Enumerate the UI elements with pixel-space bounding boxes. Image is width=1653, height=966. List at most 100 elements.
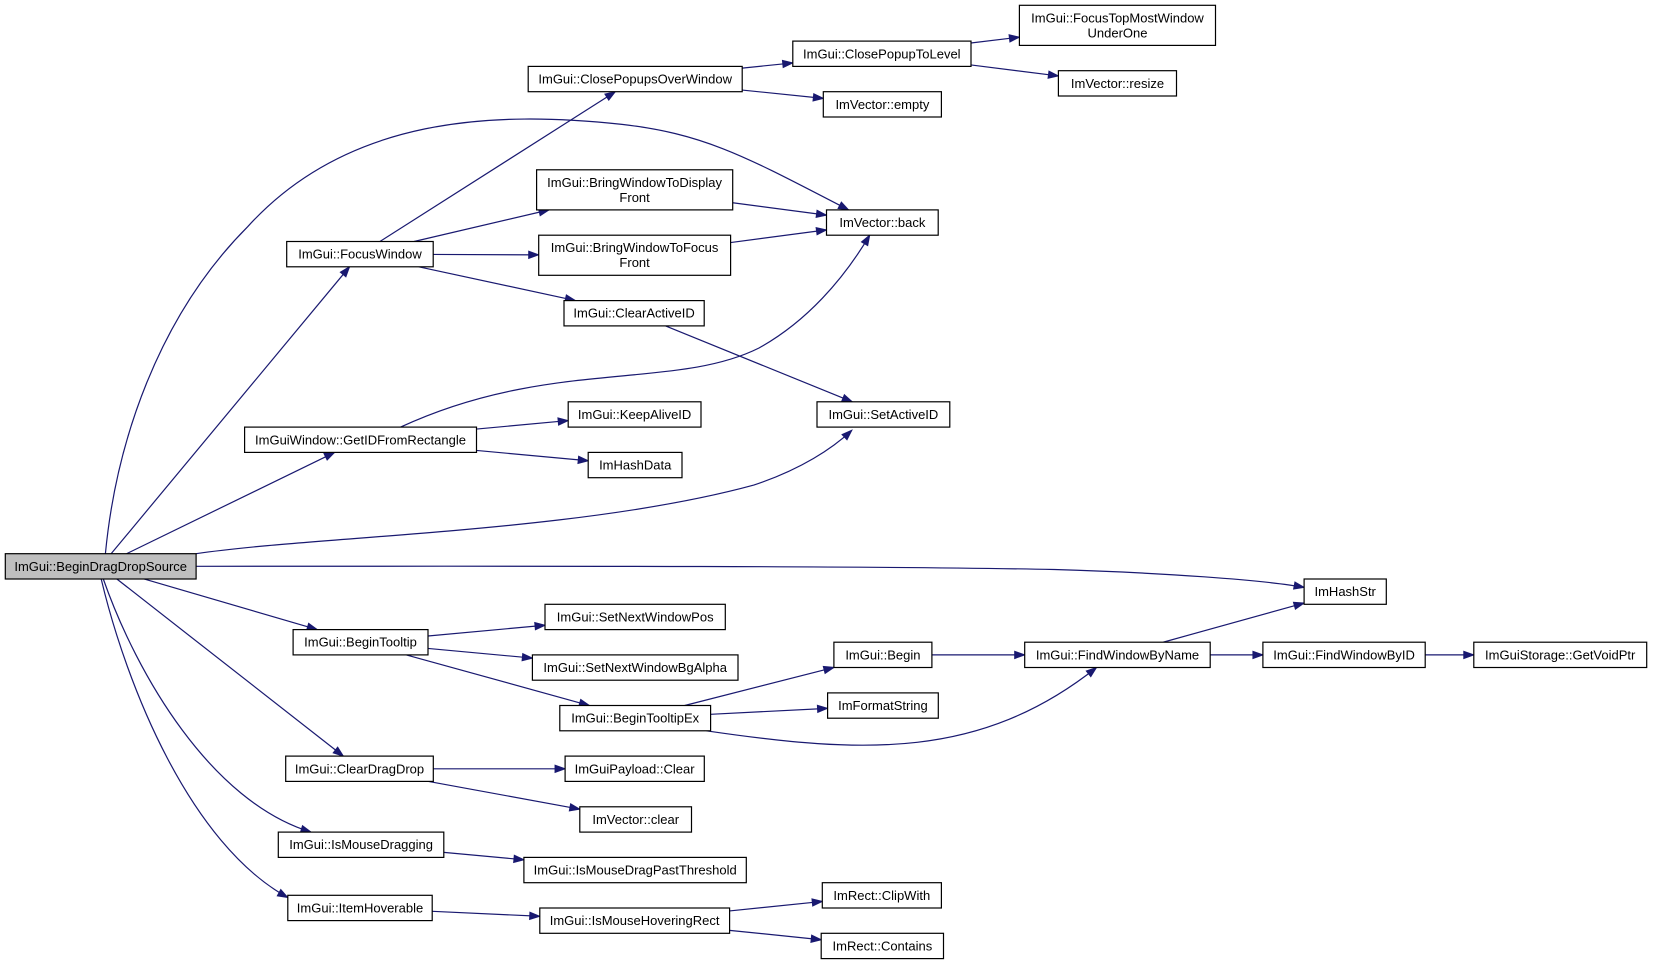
node-clearDragDrop[interactable]: ImGui::ClearDragDrop xyxy=(285,755,434,782)
node-box xyxy=(1024,641,1211,669)
edge-arrowhead xyxy=(568,803,582,812)
node-getVoidPtr[interactable]: ImGuiStorage::GetVoidPtr xyxy=(1473,641,1648,669)
node-rectClipWith[interactable]: ImRect::ClipWith xyxy=(821,882,942,909)
edge-line xyxy=(102,578,312,833)
node-box xyxy=(820,932,945,960)
node-setNextWindowPos[interactable]: ImGui::SetNextWindowPos xyxy=(544,603,726,631)
node-vecClear[interactable]: ImVector::clear xyxy=(579,806,693,833)
edge-arrowhead xyxy=(860,233,871,247)
node-label: ImGui::ClosePopupToLevel xyxy=(803,46,961,61)
edge-root-to-getIDFromRect xyxy=(126,451,336,555)
edge-line xyxy=(104,118,849,554)
edge-root-to-beginTooltip xyxy=(143,578,319,631)
node-box xyxy=(1262,641,1426,669)
edge-arrowhead xyxy=(521,652,534,662)
edge-closePopupToLevel-to-vecResize xyxy=(970,64,1060,79)
nodes-layer: ImGui::BeginDragDropSource ImGui::ClosePo… xyxy=(4,4,1648,960)
node-box xyxy=(535,169,734,211)
edge-line xyxy=(742,89,824,99)
edge-beginTooltip-to-setNextWindowPos xyxy=(427,621,547,637)
node-box xyxy=(4,553,197,580)
edge-root-to-setActiveID xyxy=(196,429,853,555)
edge-line xyxy=(1162,602,1305,643)
edge-isMouseDragging-to-isMouseDragPast xyxy=(443,851,526,864)
edge-line xyxy=(427,624,546,637)
node-label: ImHashStr xyxy=(1314,584,1376,599)
edge-arrowhead xyxy=(1047,70,1060,79)
node-box xyxy=(277,831,445,858)
edge-line xyxy=(196,565,1305,588)
node-findWindowByName[interactable]: ImGui::FindWindowByName xyxy=(1024,641,1211,669)
node-root[interactable]: ImGui::BeginDragDropSource xyxy=(4,553,197,580)
node-label: UnderOne xyxy=(1088,25,1148,40)
node-setNextWindowBgAlpha[interactable]: ImGui::SetNextWindowBgAlpha xyxy=(531,654,739,681)
node-clearActiveID[interactable]: ImGui::ClearActiveID xyxy=(563,300,705,327)
edge-line xyxy=(730,229,827,244)
node-box xyxy=(792,40,972,67)
edge-closePopupsOverWindow-to-vecEmpty xyxy=(742,89,825,102)
node-label: Front xyxy=(619,255,650,270)
node-vecBack[interactable]: ImVector::back xyxy=(825,209,939,236)
edge-findWindowByName-to-hashStr xyxy=(1162,601,1306,643)
node-box xyxy=(286,240,434,268)
node-beginTooltipEx[interactable]: ImGui::BeginTooltipEx xyxy=(559,704,712,732)
node-label: ImGui::ClearActiveID xyxy=(573,306,694,321)
node-vecEmpty[interactable]: ImVector::empty xyxy=(822,91,942,118)
node-label: ImVector::resize xyxy=(1071,76,1164,91)
node-formatString[interactable]: ImFormatString xyxy=(826,692,939,719)
edge-findWindowByName-to-findWindowByID xyxy=(1210,650,1265,660)
edge-line xyxy=(406,654,590,707)
edge-line xyxy=(110,266,350,555)
node-isMouseDragging[interactable]: ImGui::IsMouseDragging xyxy=(277,831,445,858)
edge-line xyxy=(710,707,828,715)
node-begin[interactable]: ImGui::Begin xyxy=(833,641,933,669)
node-isMouseHoveringRect[interactable]: ImGui::IsMouseHoveringRect xyxy=(539,907,731,934)
node-itemHoverable[interactable]: ImGui::ItemHoverable xyxy=(287,894,433,922)
node-label: ImGui::FocusWindow xyxy=(298,247,422,262)
edge-getIDFromRect-to-hashData xyxy=(476,449,590,465)
node-label: ImGui::ItemHoverable xyxy=(297,901,423,916)
node-box xyxy=(292,628,429,656)
node-hashStr[interactable]: ImHashStr xyxy=(1303,578,1387,605)
node-findWindowByID[interactable]: ImGui::FindWindowByID xyxy=(1262,641,1426,669)
node-setActiveID[interactable]: ImGui::SetActiveID xyxy=(816,401,951,428)
node-getIDFromRect[interactable]: ImGuiWindow::GetIDFromRectangle xyxy=(244,426,478,454)
node-label: Front xyxy=(619,190,650,205)
node-isMouseDragPast[interactable]: ImGui::IsMouseDragPastThreshold xyxy=(523,856,747,884)
edge-line xyxy=(196,429,853,555)
node-beginTooltip[interactable]: ImGui::BeginTooltip xyxy=(292,628,429,656)
edge-arrowhead xyxy=(332,746,345,758)
edge-isMouseHoveringRect-to-rectClipWith xyxy=(729,898,824,912)
edge-getIDFromRect-to-keepAliveID xyxy=(476,417,570,430)
node-hashData[interactable]: ImHashData xyxy=(587,451,683,479)
node-label: ImGui::Begin xyxy=(845,647,920,662)
node-focusWindow[interactable]: ImGui::FocusWindow xyxy=(286,240,434,268)
node-box xyxy=(567,401,702,428)
node-label: ImGui::KeepAliveID xyxy=(578,407,691,422)
node-rectContains[interactable]: ImRect::Contains xyxy=(820,932,945,960)
node-label: ImGui::SetActiveID xyxy=(828,407,938,422)
node-box xyxy=(822,91,942,118)
node-box xyxy=(563,300,705,327)
node-label: ImGui::IsMouseDragging xyxy=(289,837,433,852)
node-label: ImVector::clear xyxy=(592,812,679,827)
node-keepAliveID[interactable]: ImGui::KeepAliveID xyxy=(567,401,702,428)
edge-arrowhead xyxy=(837,201,850,211)
edge-beginTooltip-to-setNextWindowBgAlpha xyxy=(427,647,534,662)
node-label: ImGui::BringWindowToFocus xyxy=(551,240,719,255)
edge-arrowhead xyxy=(812,93,825,102)
edge-arrowhead xyxy=(577,455,590,465)
node-closePopupsOverWindow[interactable]: ImGui::ClosePopupsOverWindow xyxy=(527,65,743,93)
edge-line xyxy=(476,419,569,430)
node-label: ImGui::SetNextWindowBgAlpha xyxy=(543,660,727,675)
edge-arrowhead xyxy=(557,417,570,426)
edge-arrowhead xyxy=(276,888,290,899)
node-label: ImGuiPayload::Clear xyxy=(575,761,696,776)
node-payloadClear[interactable]: ImGuiPayload::Clear xyxy=(564,755,705,782)
node-vecResize[interactable]: ImVector::resize xyxy=(1057,70,1178,97)
node-closePopupToLevel[interactable]: ImGui::ClosePopupToLevel xyxy=(792,40,972,67)
